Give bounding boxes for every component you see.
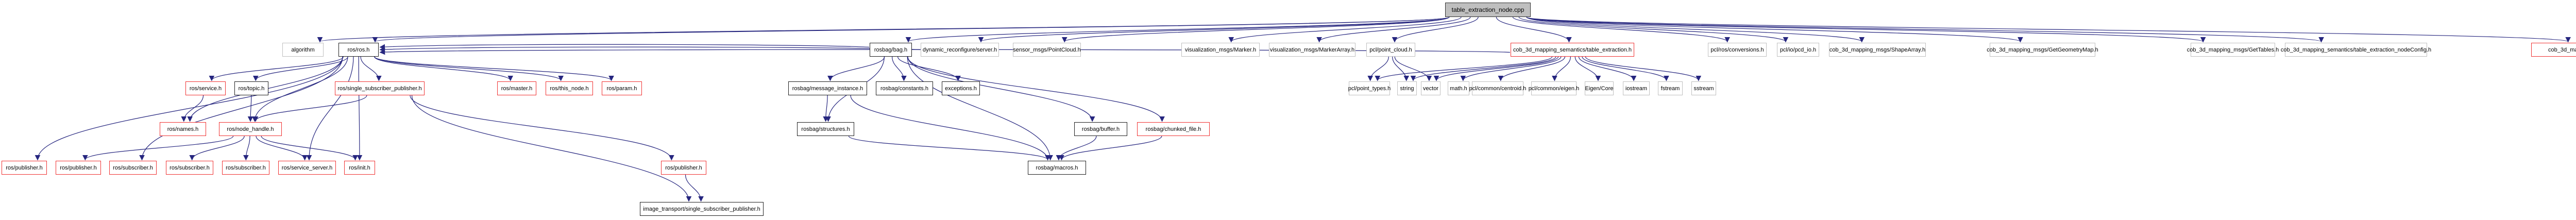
graph-node-fstream[interactable]: fstream [1658,81,1683,95]
graph-node-constants_h[interactable]: rosbag/constants.h [876,81,933,95]
graph-node-nodehandle_h[interactable]: ros/node_handle.h [219,122,282,136]
graph-node-tableext[interactable]: cob_3d_mapping_semantics/table_extractio… [1511,43,1634,57]
graph-node-pclrosconv[interactable]: pcl/ros/conversions.h [1708,43,1767,57]
graph-node-pointtypes[interactable]: pcl/point_types.h [1348,81,1391,95]
graph-node-sub1[interactable]: ros/subscriber.h [109,161,157,175]
graph-node-vismarkerarr[interactable]: visualization_msgs/MarkerArray.h [1269,43,1355,57]
graph-node-topic_h[interactable]: ros/topic.h [234,81,268,95]
graph-node-param_h[interactable]: ros/param.h [602,81,642,95]
graph-node-dynrecfg[interactable]: dynamic_reconfigure/server.h [921,43,999,57]
graph-node-master_h[interactable]: ros/master.h [497,81,536,95]
graph-node-pcdio[interactable]: pcl/io/pcd_io.h [1777,43,1819,57]
graph-node-init_h[interactable]: ros/init.h [344,161,375,175]
graph-node-algorithm[interactable]: algorithm [282,43,324,57]
graph-node-iostream[interactable]: iostream [1623,81,1650,95]
graph-node-pclpc[interactable]: pcl/point_cloud.h [1366,43,1415,57]
graph-node-pub2[interactable]: ros/publisher.h [56,161,101,175]
graph-node-centroid[interactable]: pcl/common/centroid.h [1469,81,1526,95]
graph-node-exceptions_h[interactable]: exceptions.h [942,81,980,95]
graph-node-imgtransport[interactable]: image_transport/single_subscriber_publis… [640,202,764,216]
graph-node-math_h[interactable]: math.h [1448,81,1469,95]
graph-node-sstream[interactable]: sstream [1691,81,1716,95]
graph-node-sspub_h[interactable]: ros/single_subscriber_publisher.h [335,81,425,95]
graph-node-getgeommap[interactable]: cob_3d_mapping_msgs/GetGeometryMap.h [1987,43,2098,57]
graph-node-eigen_h[interactable]: pcl/common/eigen.h [1529,81,1579,95]
graph-node-vector[interactable]: vector [1421,81,1440,95]
graph-node-sub2[interactable]: ros/subscriber.h [166,161,213,175]
graph-node-pub3[interactable]: ros/publisher.h [661,161,706,175]
graph-node-buffer_h[interactable]: rosbag/buffer.h [1074,122,1127,136]
graph-node-service_h[interactable]: ros/service.h [185,81,226,95]
graph-node-shapearray[interactable]: cob_3d_mapping_msgs/ShapeArray.h [1829,43,1926,57]
graph-node-sensorpc[interactable]: sensor_msgs/PointCloud.h [1013,43,1081,57]
graph-node-root: table_extraction_node.cpp [1445,3,1531,17]
graph-node-ros_h[interactable]: ros/ros.h [338,43,379,57]
graph-node-bag_h[interactable]: rosbag/bag.h [870,43,912,57]
graph-node-vismarker[interactable]: visualization_msgs/Marker.h [1181,43,1260,57]
graph-node-msginst[interactable]: rosbag/message_instance.h [788,81,867,95]
graph-node-sub3[interactable]: ros/subscriber.h [222,161,269,175]
graph-node-gettables[interactable]: cob_3d_mapping_msgs/GetTables.h [2187,43,2279,57]
graph-node-chunkedfile[interactable]: rosbag/chunked_file.h [1137,122,1210,136]
graph-node-nodeconfig[interactable]: cob_3d_mapping_semantics/table_extractio… [2281,43,2431,57]
graph-node-structures_h[interactable]: rosbag/structures.h [797,122,854,136]
graph-node-rosmsgconv[interactable]: cob_3d_mapping_common/ros_msg_conversion… [2531,43,2576,57]
graph-node-pub1[interactable]: ros/publisher.h [2,161,47,175]
graph-node-names_h[interactable]: ros/names.h [160,122,206,136]
graph-node-string[interactable]: string [1397,81,1417,95]
graph-node-serviceserver[interactable]: ros/service_server.h [278,161,336,175]
graph-node-thisnode_h[interactable]: ros/this_node.h [546,81,593,95]
graph-node-macros_h[interactable]: rosbag/macros.h [1028,161,1086,175]
graph-node-eigencore[interactable]: Eigen/Core [1585,81,1614,95]
